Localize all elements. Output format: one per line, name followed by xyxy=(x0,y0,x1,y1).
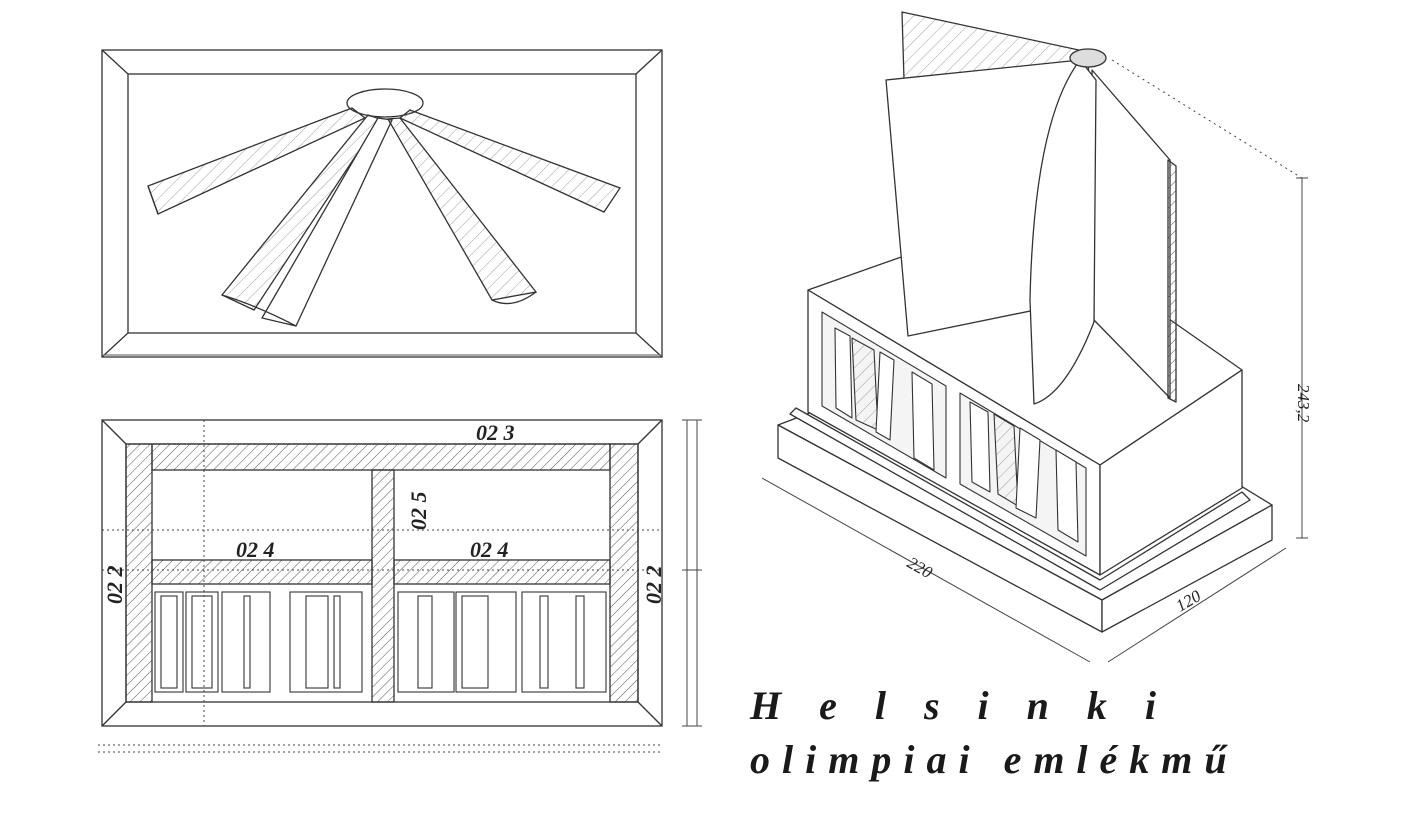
plan-wall-top xyxy=(151,443,611,471)
plan-wall-left xyxy=(125,443,153,703)
blade-far-right xyxy=(398,109,621,213)
plan-wall-right xyxy=(609,443,639,703)
plan-bar-right xyxy=(393,559,611,585)
iso-dim-height: 243,2 xyxy=(1294,384,1313,423)
isometric-view xyxy=(761,11,1308,663)
plan-label-right-bar: 02 4 xyxy=(470,537,509,562)
plan-wall-center xyxy=(371,469,395,703)
plan-bar-left xyxy=(151,559,373,585)
plan-outer-frame xyxy=(101,419,663,727)
plan-columns xyxy=(154,591,607,693)
iso-column-bays xyxy=(821,311,1087,557)
drawing-title-line2: o l i m p i a i e m l é k m ű xyxy=(750,737,1228,782)
iso-hub xyxy=(1069,48,1107,68)
plan-label-left-side: 02 2 xyxy=(102,566,127,605)
top-view-inner-frame xyxy=(127,73,637,334)
iso-dim-width: 220 xyxy=(904,553,936,582)
fan-hub xyxy=(346,88,424,118)
top-view-outer-frame xyxy=(101,49,663,358)
plan-label-left-bar: 02 4 xyxy=(236,537,275,562)
plan-dimension-lines xyxy=(98,420,662,753)
blade-mid-left xyxy=(220,114,382,311)
plan-label-center: 02 5 xyxy=(406,492,431,531)
fan-blades xyxy=(147,107,621,327)
iso-book-leaves xyxy=(885,11,1177,405)
plan-label-top: 02 3 xyxy=(476,420,515,445)
top-view xyxy=(101,49,663,358)
plan-view xyxy=(98,419,702,753)
plan-label-right-side: 02 2 xyxy=(641,566,666,605)
drawing-title-line1: H e l s i n k i xyxy=(750,683,1159,728)
leaf-front-curved xyxy=(1029,59,1097,405)
iso-dimension-lines xyxy=(761,59,1308,663)
